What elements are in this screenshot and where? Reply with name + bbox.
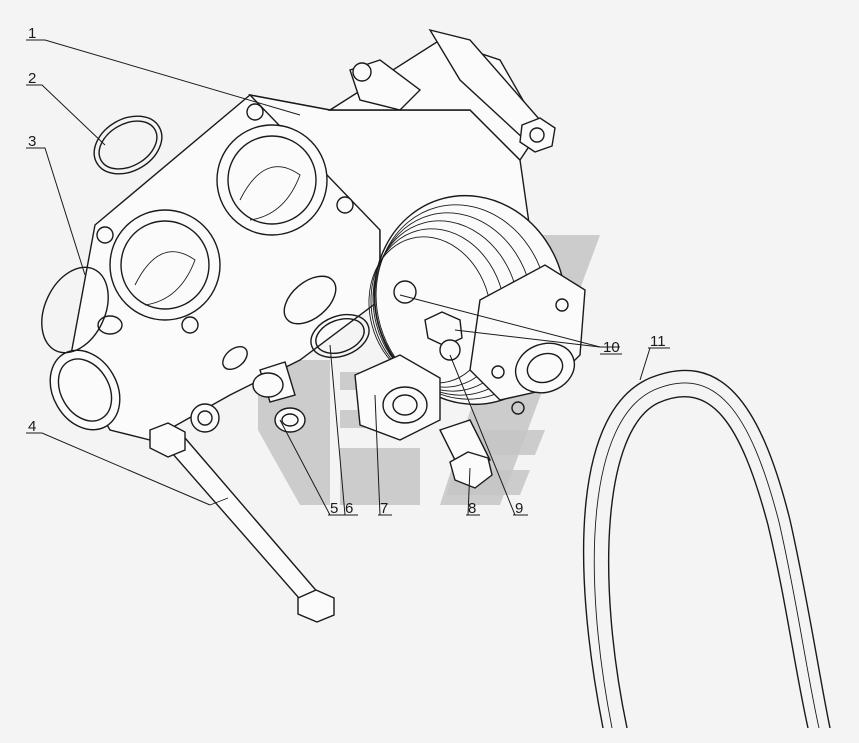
callout-labels: 1 2 3 4 5 6 7 8 9 10 11	[28, 25, 666, 517]
callout-5: 5	[330, 500, 338, 517]
mounting-bracket	[469, 264, 586, 415]
o-ring-2	[93, 115, 163, 175]
callout-3: 3	[28, 133, 36, 150]
callout-4: 4	[28, 418, 36, 435]
callout-11: 11	[650, 333, 666, 350]
o-ring-6	[310, 313, 370, 359]
long-bolt-4	[149, 422, 335, 623]
callout-9: 9	[515, 500, 523, 517]
callout-6: 6	[345, 500, 353, 517]
o-ring-3	[41, 266, 109, 354]
callout-7: 7	[380, 500, 388, 517]
callout-10: 10	[603, 339, 620, 356]
callout-underlines	[26, 39, 670, 516]
v-belt-11	[582, 369, 831, 729]
bolt-9	[424, 311, 463, 361]
callout-2: 2	[28, 70, 36, 87]
fitting-5	[252, 372, 306, 433]
callout-1: 1	[28, 25, 36, 42]
callout-8: 8	[468, 500, 476, 517]
bolt-8	[439, 419, 493, 489]
o-ring-2-inner	[98, 120, 158, 170]
